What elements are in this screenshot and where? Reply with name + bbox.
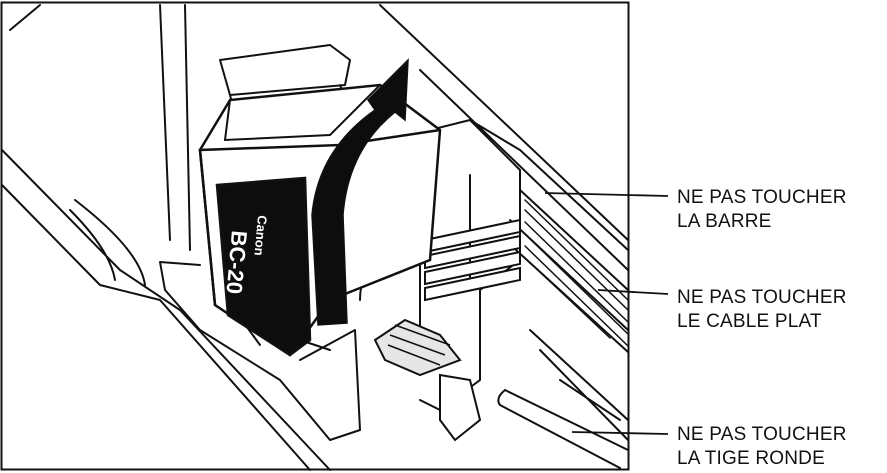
svg-text:BC-20: BC-20 (221, 230, 251, 296)
cartridge-brand-text: Canon (251, 215, 269, 257)
housing-outline (1, 4, 331, 471)
callout-rod-line2: LA TIGE RONDE (677, 448, 825, 469)
removal-arrow (311, 58, 409, 326)
callout-cable-line2: LE CABLE PLAT (677, 311, 822, 332)
svg-text:Canon: Canon (251, 215, 269, 257)
callout-cable-line1: NE PAS TOUCHER (677, 287, 847, 308)
cartridge-label (215, 176, 312, 357)
callout-do-not-touch-round-rod: NE PAS TOUCHER LA TIGE RONDE (677, 423, 847, 471)
lever-grip (373, 318, 482, 442)
leader-line-rod (571, 431, 669, 435)
vent-fins (424, 218, 521, 302)
callout-bar-line1: NE PAS TOUCHER (677, 187, 847, 208)
leader-line-bar (544, 192, 669, 197)
callout-do-not-touch-flat-cable: NE PAS TOUCHER LE CABLE PLAT (677, 286, 847, 334)
flat-cable (524, 199, 629, 347)
callout-bar-line2: LA BARRE (677, 211, 772, 232)
callout-rod-line1: NE PAS TOUCHER (677, 424, 847, 445)
callout-do-not-touch-bar: NE PAS TOUCHER LA BARRE (677, 186, 847, 234)
rail-lines (504, 189, 629, 441)
round-rod (497, 389, 629, 469)
housing-top (379, 4, 629, 271)
figure-frame (0, 1, 630, 471)
leader-line-cable (597, 289, 669, 295)
cartridge-model-text: BC-20 (221, 230, 251, 296)
